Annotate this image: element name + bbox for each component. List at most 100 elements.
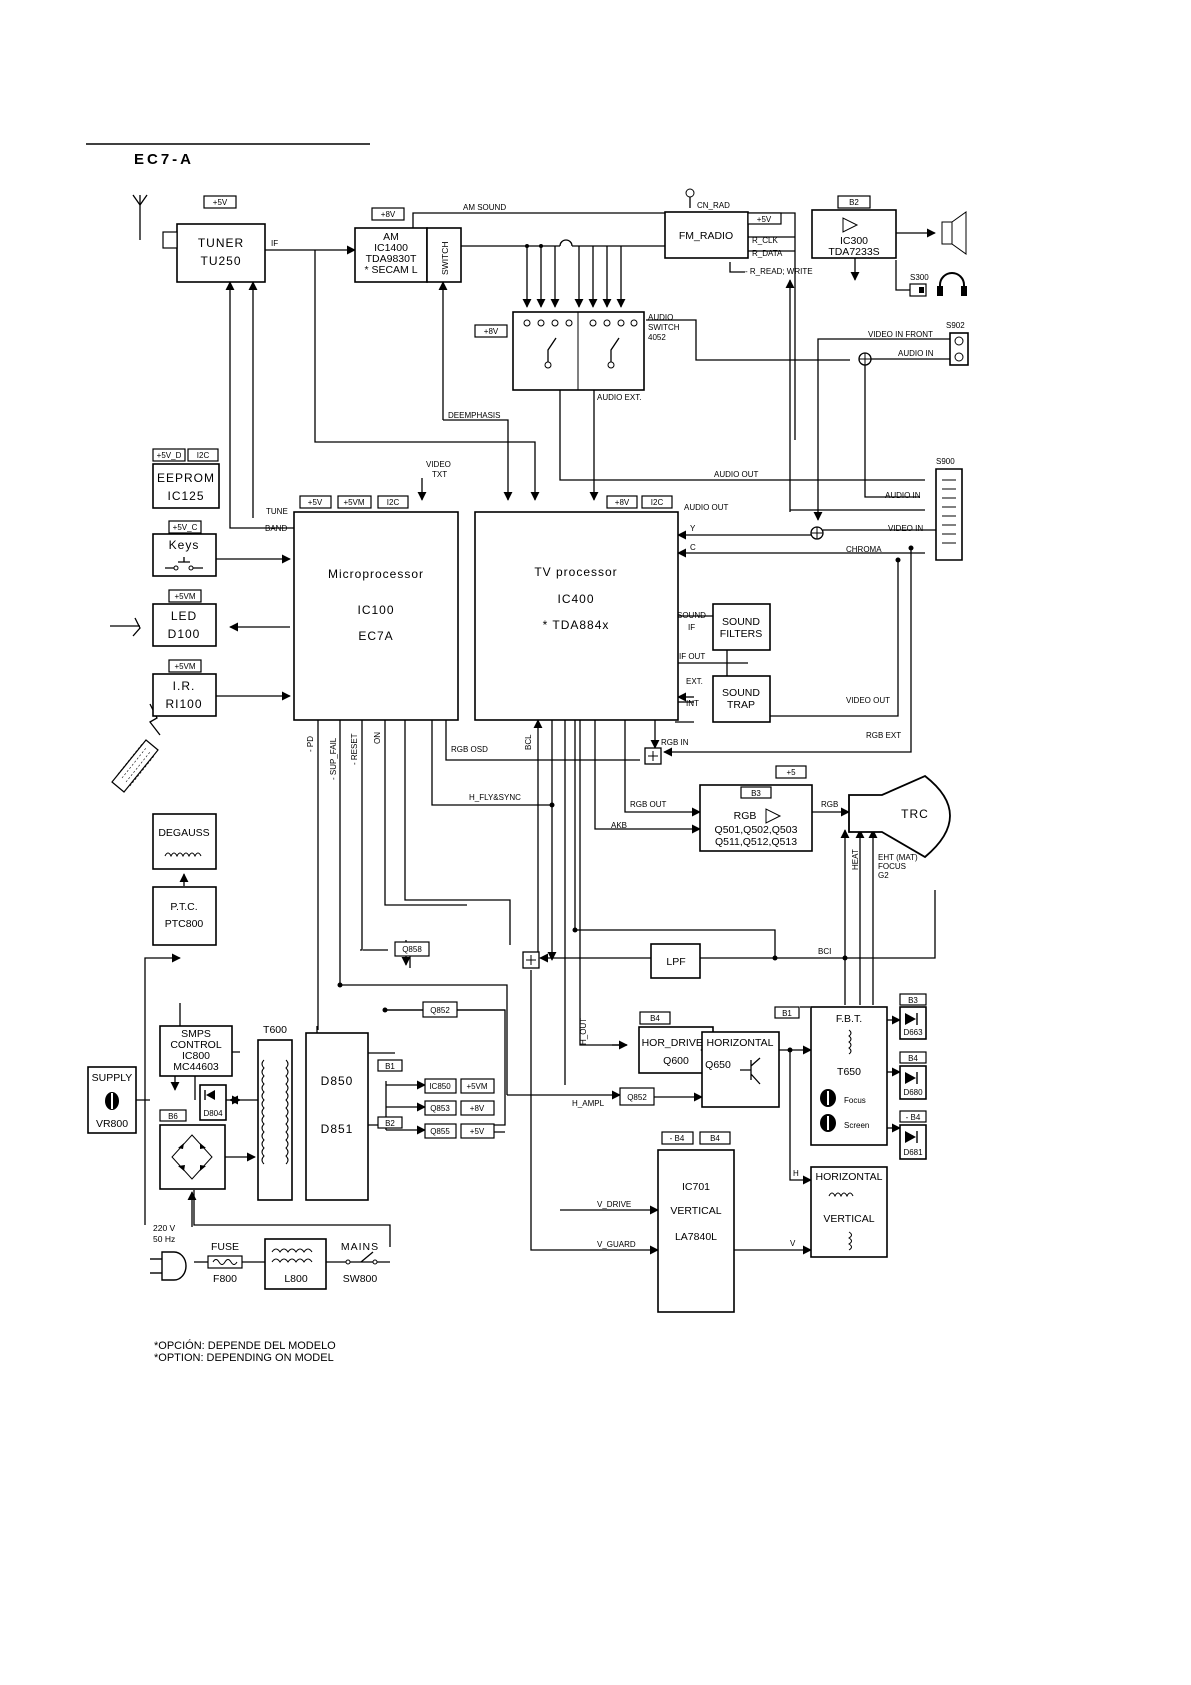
sig-sup-fail: - SUP_FAIL <box>329 737 338 780</box>
eeprom-block: EEPROM IC125 +5V_D I2C <box>152 448 220 509</box>
fbt-rail: B1 <box>782 1009 792 1018</box>
sum-node-front <box>858 352 872 366</box>
sig-tune: TUNE <box>266 507 288 516</box>
ho-part: Q650 <box>705 1059 731 1071</box>
degauss-block: DEGAUSS <box>152 813 217 870</box>
fuse-label: FUSE <box>211 1241 239 1253</box>
ir-rail: +5VM <box>174 662 195 671</box>
rgb-rail-a: +5 <box>786 768 796 777</box>
footnote-es: *OPCIÓN: DEPENDE DEL MODELO <box>154 1339 336 1352</box>
mains-switch: MAINS SW800 <box>341 1241 379 1285</box>
sig-eht-c: G2 <box>878 871 889 880</box>
sig-bci: BCI <box>818 947 831 956</box>
sig-v-guard: V_GUARD <box>597 1240 636 1249</box>
led-block: LED D100 +5VM <box>152 589 217 647</box>
mains-voltage: 220 V <box>153 1223 176 1233</box>
micro-type: EC7A <box>358 629 393 643</box>
sig-h-out: H_OUT <box>579 1018 588 1045</box>
sig-video-out: VIDEO OUT <box>846 696 890 705</box>
rgb-rail-b: B3 <box>751 789 761 798</box>
sig-cn-rad: CN_RAD <box>697 201 730 210</box>
micro-rail-a: +5V <box>308 498 323 507</box>
ir-part: RI100 <box>165 697 202 711</box>
smps-line-4: MC44603 <box>173 1061 219 1073</box>
q852b-label: Q852 <box>627 1093 647 1102</box>
sig-chroma: CHROMA <box>846 545 882 554</box>
s902-connector: S902 <box>946 321 969 366</box>
sec-rail-b2: B2 <box>385 1119 395 1128</box>
rgb-q-2: Q511,Q512,Q513 <box>715 836 797 848</box>
fbt-focus: Focus <box>844 1096 866 1105</box>
st-line-2: TRAP <box>727 699 755 711</box>
sw-part: SW800 <box>343 1273 378 1285</box>
sig-v-drive: V_DRIVE <box>597 1200 631 1209</box>
sig-heat: HEAT <box>851 849 860 870</box>
sw-label: MAINS <box>341 1241 379 1253</box>
audio-amp-block: IC300 TDA7233S B2 <box>811 195 897 259</box>
eeprom-label: EEPROM <box>157 471 215 485</box>
sig-y: Y <box>690 524 696 533</box>
reg-q855: Q855 <box>430 1127 450 1136</box>
fuse-block: FUSE F800 <box>207 1241 243 1285</box>
sig-rgb-ext: RGB EXT <box>866 731 901 740</box>
q852a-block: Q852 <box>422 1001 458 1018</box>
bridge-rail: B6 <box>168 1112 178 1121</box>
audio-switch-block: AUDIO SWITCH 4052 +8V <box>474 311 680 391</box>
ptc-block: P.T.C. PTC800 <box>152 886 217 946</box>
fbt-block: F.B.T. T650 Focus Screen B1 <box>774 1006 888 1146</box>
sig-sound-if-b: IF <box>688 623 695 632</box>
switch-block: SWITCH <box>426 227 462 283</box>
sf-line-2: FILTERS <box>720 628 762 640</box>
d804-label: D804 <box>203 1109 223 1118</box>
deflection-yoke-block: HORIZONTAL VERTICAL <box>810 1166 888 1258</box>
s300-label: S300 <box>910 273 929 282</box>
audio-switch-3: 4052 <box>648 333 666 342</box>
l800-block: L800 <box>264 1238 327 1290</box>
led-part: D100 <box>168 627 201 641</box>
sig-if-out: IF OUT <box>679 652 705 661</box>
amp-line-2: TDA7233S <box>828 246 879 258</box>
sig-h: H <box>793 1169 799 1178</box>
sig-audio-out-2: AUDIO OUT <box>684 503 729 512</box>
sig-rgb: RGB <box>821 800 838 809</box>
yoke-v: VERTICAL <box>823 1213 874 1225</box>
regulators: IC850 +5VM Q853 +8V Q855 +5V <box>424 1078 495 1139</box>
keys-label: Keys <box>169 538 200 552</box>
reg-q853: Q853 <box>430 1104 450 1113</box>
smps-block: SMPS CONTROL IC800 MC44603 <box>159 1025 233 1077</box>
supply-block: SUPPLY VR800 <box>87 1066 137 1134</box>
ptc-part: PTC800 <box>165 918 204 930</box>
l800-label: L800 <box>284 1273 308 1285</box>
sig-video: VIDEO <box>426 460 451 469</box>
eeprom-rail-a: +5V_D <box>157 451 182 460</box>
d850-label: D850 <box>321 1074 354 1088</box>
hd-label: HOR_DRIVER <box>642 1037 711 1049</box>
sig-band: BAND <box>265 524 287 533</box>
speaker-icon <box>941 211 967 255</box>
sig-audio-ext: AUDIO EXT. <box>597 393 641 402</box>
ic701-type: LA7840L <box>675 1231 717 1243</box>
ir-block: I.R. RI100 +5VM <box>152 659 217 717</box>
q858-label: Q858 <box>402 945 422 954</box>
fbt-part: T650 <box>837 1066 861 1078</box>
q852b-block: Q852 <box>619 1087 655 1106</box>
reg-rail-a: +5VM <box>466 1082 487 1091</box>
am-line-1: AM <box>383 231 399 243</box>
sig-ext: EXT. <box>686 677 703 686</box>
sum-node-rgb <box>644 747 662 765</box>
switch-label: SWITCH <box>440 241 450 275</box>
sig-txt: TXT <box>432 470 447 479</box>
led-label: LED <box>171 609 197 623</box>
crt-tube: TRC <box>848 774 951 859</box>
yoke-h: HORIZONTAL <box>816 1171 883 1183</box>
tuner-label: TUNER <box>198 236 244 250</box>
signal-wires <box>110 194 950 1263</box>
sig-r-data: R_DATA <box>752 249 783 258</box>
micro-rail-c: I2C <box>387 498 400 507</box>
ic701-rail-b: B4 <box>710 1134 720 1143</box>
lpf-block: LPF <box>650 943 701 979</box>
keys-rail: +5V_C <box>173 523 198 532</box>
rgb-q-1: Q501,Q502,Q503 <box>715 824 798 836</box>
sum-node-video <box>810 526 824 540</box>
